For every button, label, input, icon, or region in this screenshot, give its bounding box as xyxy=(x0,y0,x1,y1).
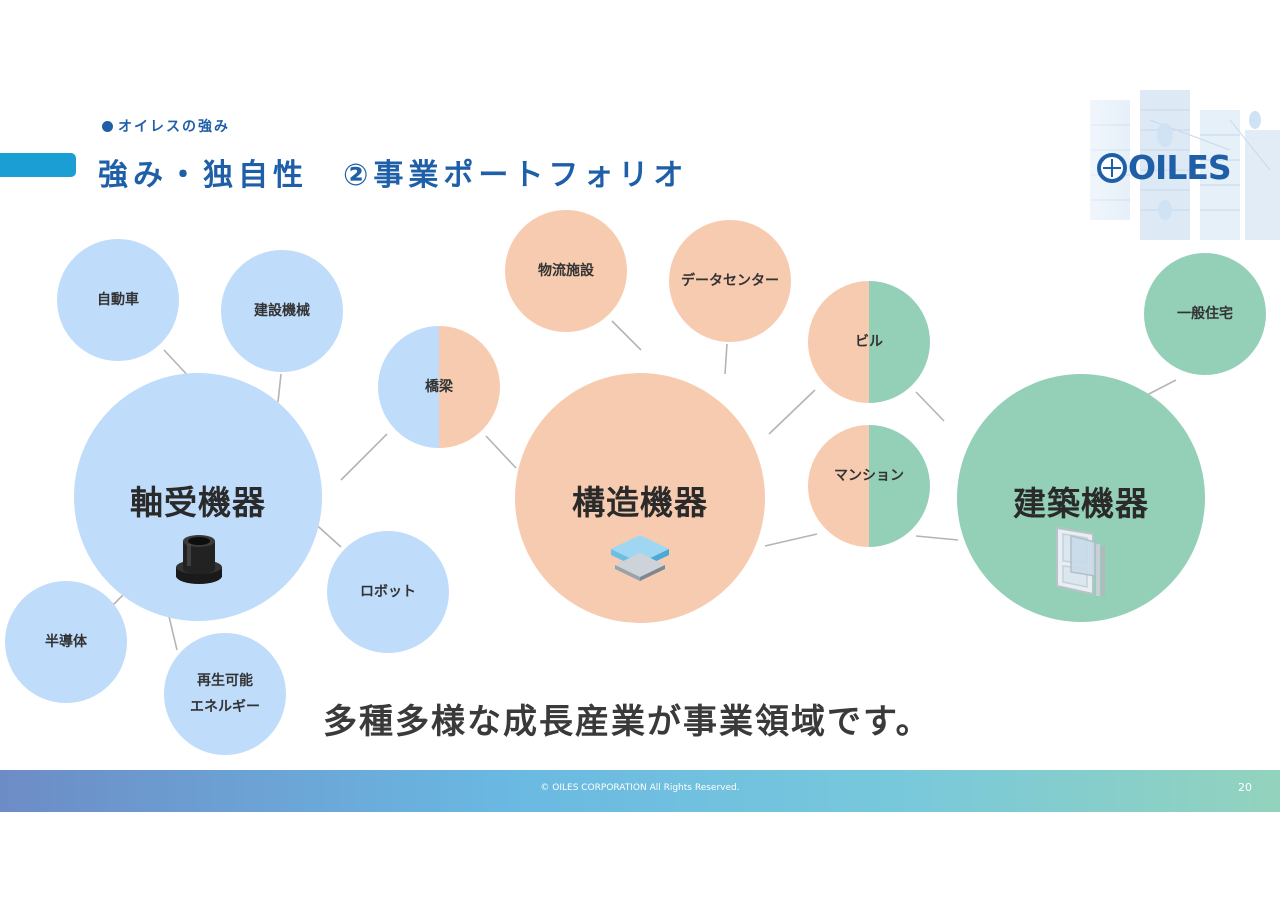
segment-architectural: 建築機器 xyxy=(957,374,1205,622)
industry-label: ビル xyxy=(855,334,883,350)
copyright-text: © OILES CORPORATION All Rights Reserved. xyxy=(540,783,740,793)
link-bridge-structural xyxy=(485,435,517,469)
footer-bar: © OILES CORPORATION All Rights Reserved.… xyxy=(0,770,1280,812)
link-condo-structural xyxy=(764,533,818,547)
building-illustration xyxy=(1030,90,1280,250)
industry-housing: 一般住宅 xyxy=(1144,253,1266,375)
tagline: 多種多様な成長産業が事業領域です。 xyxy=(323,702,932,742)
bushing-icon xyxy=(176,535,222,584)
industry-condominium: マンション xyxy=(808,425,930,547)
section-label: オイレスの強み xyxy=(102,116,230,136)
industry-robot: ロボット xyxy=(327,531,449,653)
link-datacenter xyxy=(724,343,728,375)
bullet-dot-icon xyxy=(102,121,113,132)
industry-label-line1: 再生可能 xyxy=(197,673,253,689)
industry-bridge: 橋梁 xyxy=(378,326,500,448)
window-icon xyxy=(1056,526,1105,596)
link-bridge-bearing xyxy=(340,433,388,481)
industry-renewable-energy: 再生可能 エネルギー xyxy=(164,633,286,755)
industry-automobile: 自動車 xyxy=(57,239,179,361)
industry-label: 一般住宅 xyxy=(1177,306,1233,322)
slide-title: 強み・独自性 ②事業ポートフォリオ xyxy=(98,158,689,193)
industry-logistics: 物流施設 xyxy=(505,210,627,332)
link-condo-architectural xyxy=(915,535,959,541)
link-housing xyxy=(1146,379,1177,396)
industry-label: 半導体 xyxy=(45,634,87,650)
globe-icon xyxy=(1097,153,1127,183)
logo-text: OILES xyxy=(1128,148,1232,187)
segment-label: 構造機器 xyxy=(572,483,708,522)
industry-label: ロボット xyxy=(360,584,416,600)
industry-label-line2: エネルギー xyxy=(190,699,260,715)
segment-label: 軸受機器 xyxy=(130,483,266,522)
industry-label: 建設機械 xyxy=(254,303,310,319)
link-building-structural xyxy=(768,389,816,435)
industry-label: 物流施設 xyxy=(538,263,594,279)
bearing-plate-icon xyxy=(611,535,669,581)
segment-label: 建築機器 xyxy=(1013,484,1149,523)
link-building-architectural xyxy=(915,391,945,422)
link-logistics xyxy=(611,320,642,351)
segment-structural: 構造機器 xyxy=(515,373,765,623)
industry-semiconductor: 半導体 xyxy=(5,581,127,703)
industry-data-center: データセンター xyxy=(669,220,791,342)
title-accent-bar xyxy=(0,153,76,177)
section-label-text: オイレスの強み xyxy=(118,119,230,135)
industry-building: ビル xyxy=(808,281,930,403)
page-number: 20 xyxy=(1238,781,1252,794)
industry-construction-machinery: 建設機械 xyxy=(221,250,343,372)
industry-label: 自動車 xyxy=(97,292,139,308)
industry-label: 橋梁 xyxy=(425,379,453,395)
segment-bearings: 軸受機器 xyxy=(74,373,322,621)
industry-label: データセンター xyxy=(681,273,779,289)
oiles-logo: OILES xyxy=(1097,148,1232,187)
industry-label: マンション xyxy=(834,468,904,484)
link-construction-machinery xyxy=(277,373,282,403)
